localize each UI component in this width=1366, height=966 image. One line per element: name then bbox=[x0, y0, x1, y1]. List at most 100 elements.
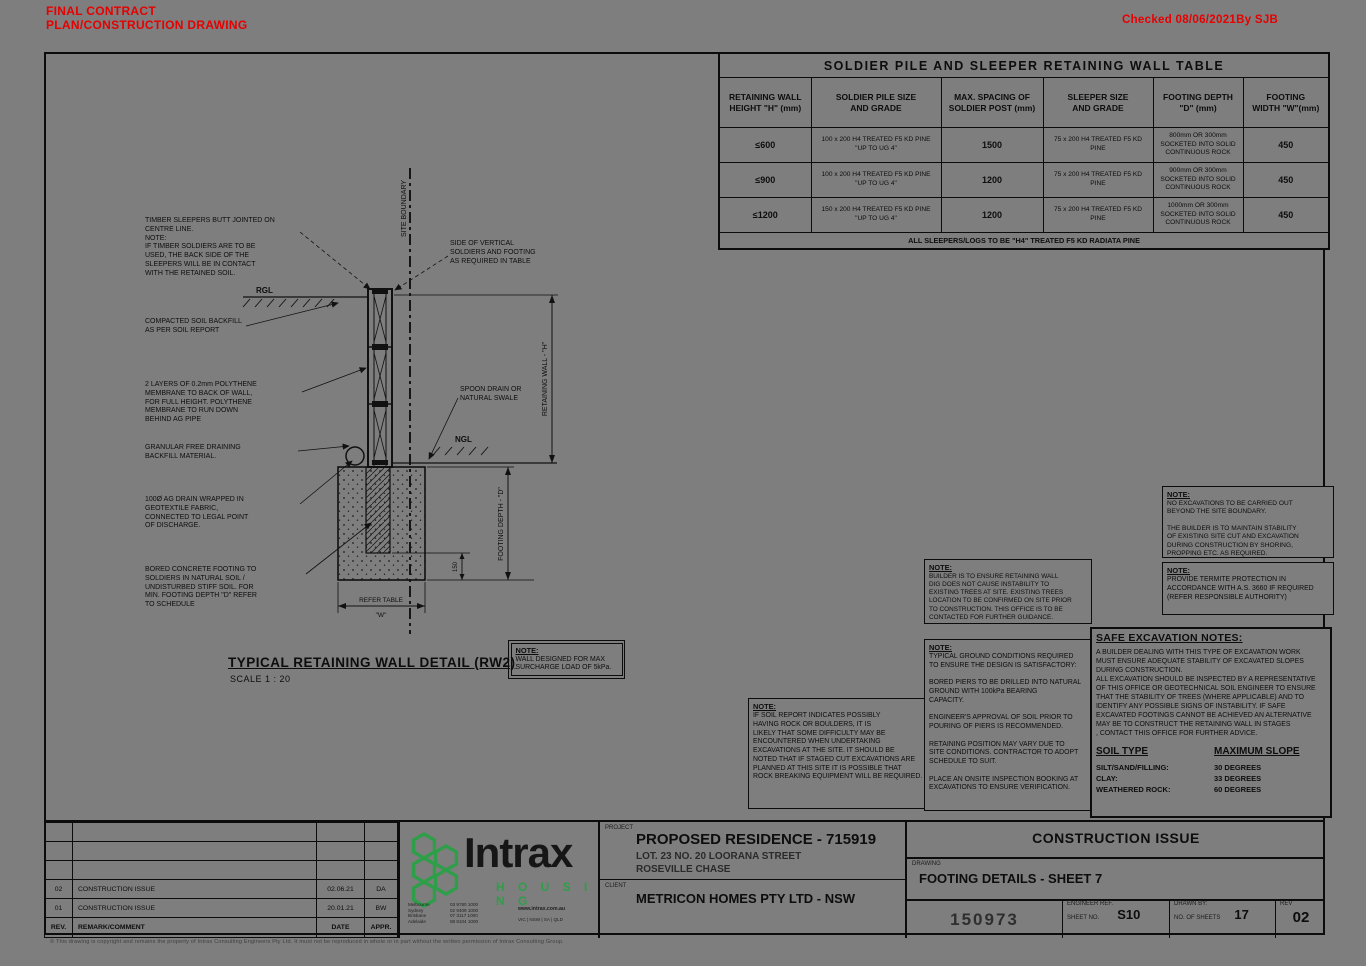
table-footer-note: ALL SLEEPERS/LOGS TO BE "H4" TREATED F5 … bbox=[718, 232, 1330, 250]
label-ag-drain: 100Ø AG DRAIN WRAPPED IN GEOTEXTILE FABR… bbox=[145, 496, 249, 530]
no-of-sheets-label: NO. OF SHEETS bbox=[1174, 915, 1221, 921]
rev-appr: BW bbox=[364, 898, 398, 918]
note-body: IF SOIL REPORT INDICATES POSSIBLY HAVING… bbox=[753, 712, 923, 781]
rev-cell: REV 02 bbox=[1275, 899, 1326, 938]
cell-height: ≤600 bbox=[718, 127, 812, 163]
cell-spacing: 1200 bbox=[940, 162, 1044, 198]
note-body: PROVIDE TERMITE PROTECTION IN ACCORDANCE… bbox=[1167, 576, 1314, 601]
client-name: METRICON HOMES PTY LTD - NSW bbox=[636, 891, 856, 906]
label-bored-footing: BORED CONCRETE FOOTING TO SOLDIERS IN NA… bbox=[145, 566, 257, 609]
no-of-sheets-cell: DRAWN BY: NO. OF SHEETS 17 bbox=[1169, 899, 1276, 938]
title-block: 02 CONSTRUCTION ISSUE 02.06.21 DA 01 CON… bbox=[44, 820, 1326, 938]
soil-slope: 60 DEGREES bbox=[1214, 785, 1262, 795]
dim-width-ref: "W" bbox=[376, 612, 387, 619]
safe-excavation-title: SAFE EXCAVATION NOTES: bbox=[1096, 632, 1243, 644]
rev-date: 02.06.21 bbox=[316, 879, 365, 899]
note-trees: NOTE: BUILDER IS TO ENSURE RETAINING WAL… bbox=[924, 559, 1092, 624]
note-body: WALL DESIGNED FOR MAX SURCHARGE LOAD OF … bbox=[515, 655, 612, 672]
label-spoon-drain: SPOON DRAIN OR NATURAL SWALE bbox=[460, 386, 522, 402]
intrax-regions: VIC | NSW | SA | QLD bbox=[518, 917, 563, 922]
cell-sleeper: 75 x 200 H4 TREATED F5 KD PINE bbox=[1042, 197, 1154, 233]
embedded-soldier-post bbox=[365, 466, 391, 554]
col-header-width: FOOTING WIDTH "W"(mm) bbox=[1242, 77, 1330, 128]
soil-type: WEATHERED ROCK: bbox=[1096, 785, 1171, 795]
table-title: SOLDIER PILE AND SLEEPER RETAINING WALL … bbox=[718, 52, 1330, 78]
cell-height: ≤900 bbox=[718, 162, 812, 198]
label-soil-backfill: COMPACTED SOIL BACKFILL AS PER SOIL REPO… bbox=[145, 318, 242, 334]
stamp-final-contract: FINAL CONTRACT bbox=[46, 4, 156, 18]
rev-header: APPR. bbox=[364, 917, 398, 938]
dim-footing-depth: FOOTING DEPTH - "D" bbox=[498, 487, 505, 561]
site-boundary-label: SITE BOUNDARY bbox=[401, 180, 408, 237]
note-ground-conditions: NOTE: TYPICAL GROUND CONDITIONS REQUIRED… bbox=[924, 639, 1092, 811]
intrax-logo-icon bbox=[411, 832, 459, 908]
intrax-housing-label: H O U S I N G bbox=[496, 880, 593, 908]
rev-no: 01 bbox=[44, 898, 73, 918]
logo-box: Intrax H O U S I N G Melbourne Sydney Br… bbox=[398, 822, 598, 938]
soil-type: CLAY: bbox=[1096, 773, 1118, 783]
rev-appr: DA bbox=[364, 879, 398, 899]
sheet-no-cell: ENGINEER REF. SHEET NO. S10 bbox=[1062, 899, 1170, 938]
note-title: NOTE: bbox=[1167, 566, 1190, 575]
dim-150: 150 bbox=[453, 561, 459, 572]
rev-remark: CONSTRUCTION ISSUE bbox=[72, 879, 317, 899]
detail-title: TYPICAL RETAINING WALL DETAIL (RW2) bbox=[228, 655, 516, 670]
stamp-plan-construction: PLAN/CONSTRUCTION DRAWING bbox=[46, 18, 248, 32]
cell-depth: 800mm OR 300mm SOCKETED INTO SOLID CONTI… bbox=[1152, 127, 1244, 163]
drawing-info-box: CONSTRUCTION ISSUE DRAWING FOOTING DETAI… bbox=[905, 822, 1326, 938]
copyright-line: © This drawing is copyright and remains … bbox=[50, 939, 564, 945]
sleeper-crosshatch bbox=[373, 295, 387, 459]
table-row: ≤1200 150 x 200 H4 TREATED F5 KD PINE "U… bbox=[718, 197, 1330, 233]
client-label: CLIENT bbox=[605, 883, 627, 889]
dim-width-label: REFER TABLE bbox=[359, 597, 403, 604]
construction-issue: CONSTRUCTION ISSUE bbox=[1032, 830, 1200, 846]
office-cities: Melbourne Sydney Brisbane Adelaide bbox=[408, 902, 430, 925]
col-header-height: RETAINING WALL HEIGHT "H" (mm) bbox=[718, 77, 812, 128]
note-termite: NOTE: PROVIDE TERMITE PROTECTION IN ACCO… bbox=[1162, 562, 1334, 615]
rev-label: REV bbox=[1280, 901, 1293, 907]
soil-type-header: SOIL TYPE bbox=[1096, 745, 1149, 757]
rev-no: 02 bbox=[44, 879, 73, 899]
project-box: PROJECT PROPOSED RESIDENCE - 715919 LOT.… bbox=[598, 822, 907, 938]
cell-width: 450 bbox=[1242, 197, 1330, 233]
cell-spacing: 1500 bbox=[940, 127, 1044, 163]
cell-depth: 900mm OR 300mm SOCKETED INTO SOLID CONTI… bbox=[1152, 162, 1244, 198]
cell-sleeper: 75 x 200 H4 TREATED F5 KD PINE bbox=[1042, 162, 1154, 198]
note-body: NO EXCAVATIONS TO BE CARRIED OUT BEYOND … bbox=[1167, 500, 1299, 558]
drawing-title: FOOTING DETAILS - SHEET 7 bbox=[919, 871, 1103, 886]
rgl-label: RGL bbox=[256, 286, 273, 295]
cell-height: ≤1200 bbox=[718, 197, 812, 233]
note-title: NOTE: bbox=[753, 702, 776, 711]
rev-date: 20.01.21 bbox=[316, 898, 365, 918]
soil-slope: 30 DEGREES bbox=[1214, 762, 1262, 772]
project-address-2: ROSEVILLE CHASE bbox=[636, 864, 731, 875]
no-of-sheets: 17 bbox=[1234, 907, 1249, 922]
drawing-label: DRAWING bbox=[912, 861, 941, 867]
note-rock: NOTE: IF SOIL REPORT INDICATES POSSIBLY … bbox=[748, 698, 930, 809]
revision-row: 01 CONSTRUCTION ISSUE 20.01.21 BW bbox=[44, 898, 398, 918]
intrax-web: www.intrax.com.au bbox=[518, 906, 566, 912]
safe-excavation-body: A BUILDER DEALING WITH THIS TYPE OF EXCA… bbox=[1096, 649, 1316, 737]
sleeper-wall bbox=[367, 288, 393, 468]
revision-row: 02 CONSTRUCTION ISSUE 02.06.21 DA bbox=[44, 879, 398, 899]
label-timber-sleepers: TIMBER SLEEPERS BUTT JOINTED ON CENTRE L… bbox=[145, 217, 275, 277]
table-row: ≤900 100 x 200 H4 TREATED F5 KD PINE "UP… bbox=[718, 162, 1330, 198]
sheet-no-label: SHEET NO. bbox=[1067, 915, 1100, 921]
revision-table: 02 CONSTRUCTION ISSUE 02.06.21 DA 01 CON… bbox=[44, 822, 398, 938]
rev-header: REV. bbox=[44, 917, 73, 938]
job-number-cell: 150973 bbox=[907, 899, 1062, 938]
table-row: ≤600 100 x 200 H4 TREATED F5 KD PINE "UP… bbox=[718, 127, 1330, 163]
retaining-wall-detail-drawing: SITE BOUNDARY RGL NGL RETAINING WALL - "… bbox=[242, 168, 558, 634]
cell-spacing: 1200 bbox=[940, 197, 1044, 233]
cell-pile: 100 x 200 H4 TREATED F5 KD PINE "UP TO U… bbox=[810, 162, 942, 198]
rev-header: REMARK/COMMENT bbox=[72, 917, 317, 938]
ag-drain-pipe bbox=[345, 446, 365, 466]
note-body: TYPICAL GROUND CONDITIONS REQUIRED TO EN… bbox=[929, 653, 1082, 792]
office-phones: 03 9780 1000 02 9409 1000 07 3117 1000 0… bbox=[450, 902, 479, 925]
ngl-label: NGL bbox=[455, 435, 472, 444]
safe-excavation-notes: SAFE EXCAVATION NOTES: A BUILDER DEALING… bbox=[1090, 627, 1332, 818]
divider bbox=[600, 879, 907, 880]
col-header-depth: FOOTING DEPTH "D" (mm) bbox=[1152, 77, 1244, 128]
note-surcharge: NOTE: WALL DESIGNED FOR MAX SURCHARGE LO… bbox=[508, 640, 625, 679]
